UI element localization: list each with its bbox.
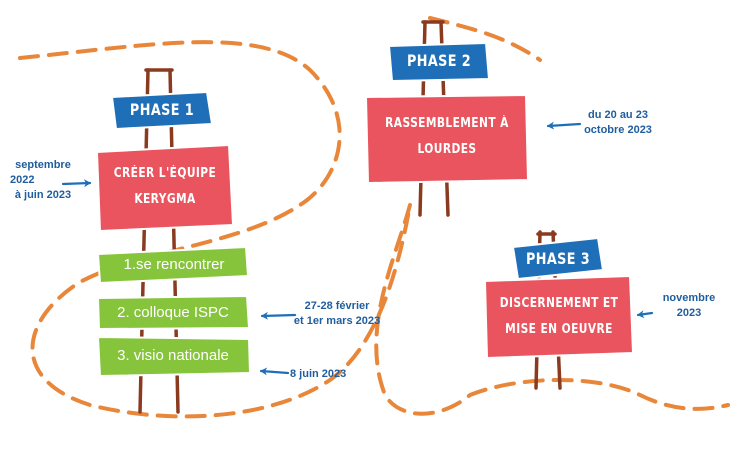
phase3-label: PHASE 3 [525,249,591,268]
signs [95,41,635,378]
step2-sign [96,294,251,331]
step2-date-line2: et 1er mars 2023 [293,315,381,327]
path-lower-loop [374,203,730,416]
phase2-label: PHASE 2 [406,51,472,70]
arrow-phase2 [546,121,582,130]
arrow-phase1 [61,179,92,188]
phase2-title: RASSEMBLEMENT À LOURDES [381,111,514,163]
phase2-title-sign [364,93,530,185]
phase1-title-line1: CRÉER L'ÉQUIPE [113,166,217,181]
phase1-label: PHASE 1 [129,100,195,119]
step2-date-line1: 27-28 février [304,300,370,312]
arrow-colloque [260,311,297,320]
path-top-loop [18,40,412,419]
phase1-title-line2: KERYGMA [134,192,196,207]
step3-date: 8 juin 2023 [290,367,370,382]
phase1-title-sign [95,143,235,233]
date-arrows [61,121,654,376]
phase1-date-line2: 2022 [10,174,35,186]
phase1-date: septembre 2022 à juin 2023 [2,158,84,203]
phase2-title-line2: LOURDES [417,142,477,157]
phase1-title: CRÉER L'ÉQUIPE KERYGMA [109,161,221,213]
step2-label: 2. colloque ISPC [117,304,229,321]
phase3-date-line2: 2023 [676,307,702,319]
phase2-date: du 20 au 23 octobre 2023 [572,108,664,138]
arrow-phase3 [636,310,654,319]
phase3-date-line1: novembre [662,292,716,304]
phase1-label-sign [110,90,214,131]
phase3-title-sign [483,274,635,360]
phase1-date-line1: septembre [15,159,71,171]
step1-sign [96,245,250,285]
phase3-title-line2: MISE EN OEUVRE [505,322,613,337]
phase2-title-line1: RASSEMBLEMENT À [385,116,509,131]
step3-date-line1: 8 juin 2023 [290,368,347,380]
phase3-title-line1: DISCERNEMENT ET [499,296,619,311]
step3-sign [96,335,252,378]
phase3-date: novembre 2023 [654,291,724,321]
arrow-visio [259,367,290,376]
phase2-date-line2: octobre 2023 [584,124,652,136]
phase3-label-sign [511,236,605,281]
phase2-date-line1: du 20 au 23 [588,109,648,121]
step3-label: 3. visio nationale [117,347,229,364]
phase2-label-sign [387,41,491,83]
phase3-title: DISCERNEMENT ET MISE EN OEUVRE [498,291,619,343]
step1-label: 1.se rencontrer [123,256,225,273]
phase1-date-line3: à juin 2023 [14,189,72,201]
step2-date: 27-28 février et 1er mars 2023 [282,299,392,329]
